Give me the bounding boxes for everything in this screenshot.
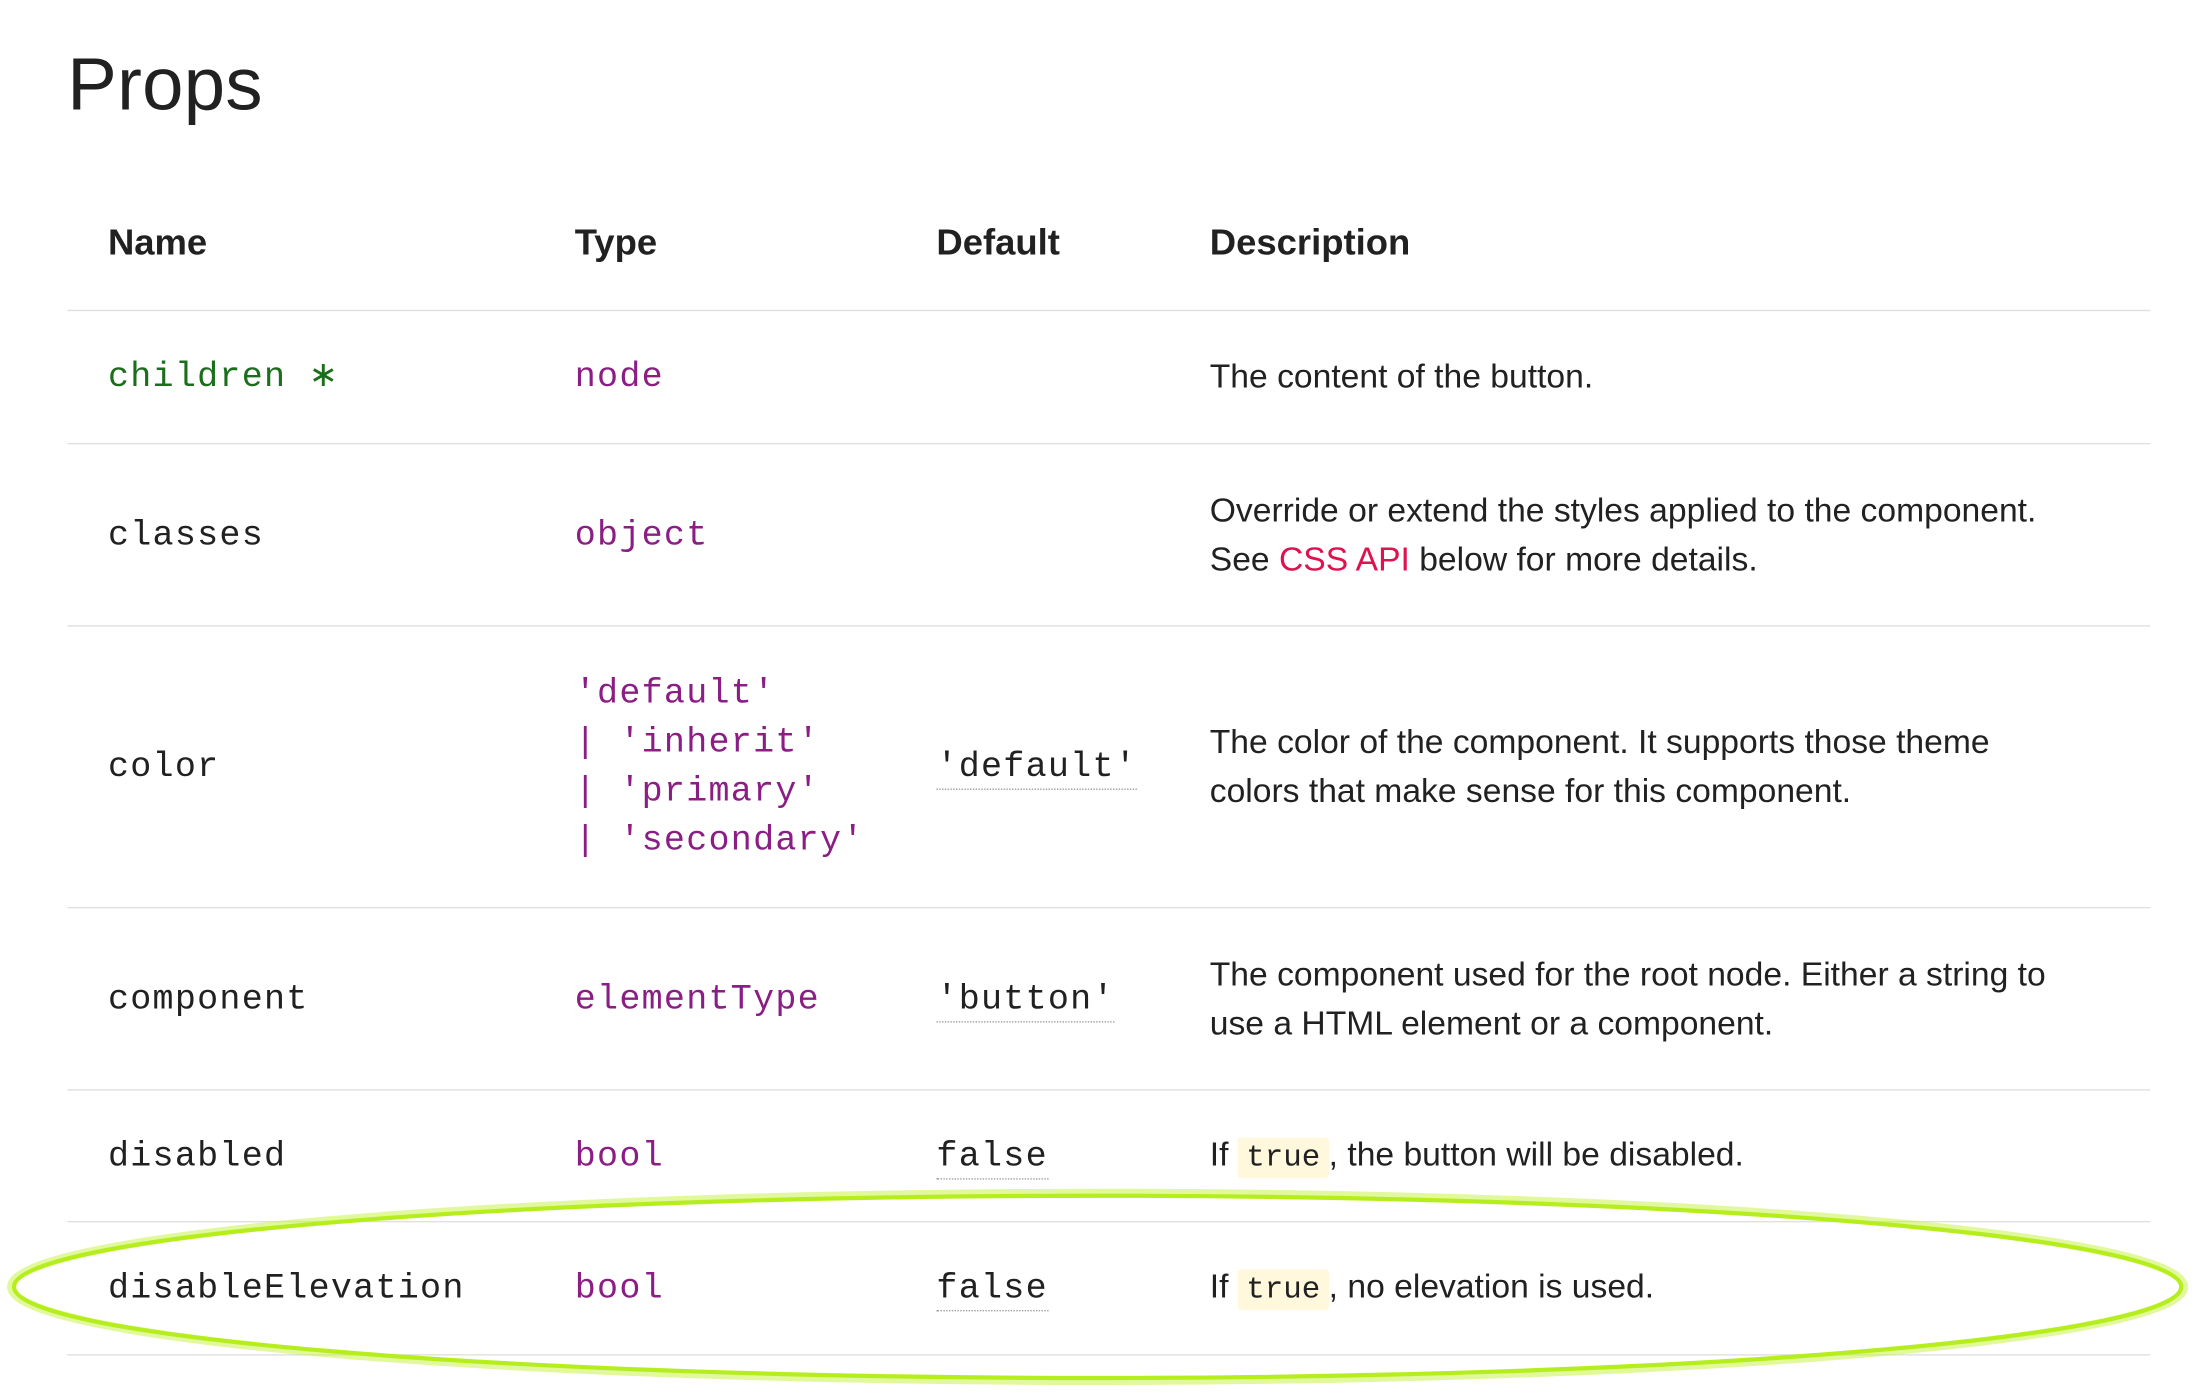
page-title: Props bbox=[67, 43, 263, 127]
prop-name: color bbox=[107, 746, 220, 788]
description-line: The color of the component. It supports … bbox=[1209, 723, 1990, 762]
prop-name: classes bbox=[107, 514, 264, 556]
prop-description: Override or extend the styles applied to… bbox=[1210, 486, 2135, 584]
description-text: , no elevation is used. bbox=[1328, 1267, 1655, 1306]
table-row-highlighted: disableElevation bool false If true, no … bbox=[67, 1222, 2151, 1356]
description-line: use a HTML element or a component. bbox=[1209, 1004, 1774, 1043]
prop-description: The color of the component. It supports … bbox=[1210, 718, 2135, 816]
prop-type: elementType bbox=[574, 978, 820, 1020]
prop-default: 'default' bbox=[936, 742, 1188, 791]
prop-description: If true, no elevation is used. bbox=[1210, 1262, 2135, 1314]
table-row: component elementType 'button' The compo… bbox=[67, 908, 2151, 1091]
prop-description: If true, the button will be disabled. bbox=[1210, 1130, 2135, 1182]
prop-default: false bbox=[936, 1264, 1188, 1313]
column-header-name: Name bbox=[107, 220, 208, 263]
prop-description: The content of the button. bbox=[1209, 358, 1594, 397]
prop-name: component bbox=[107, 978, 309, 1020]
default-value: 'button' bbox=[936, 978, 1115, 1022]
default-value: false bbox=[936, 1135, 1048, 1179]
prop-default: false bbox=[936, 1131, 1188, 1180]
inline-code: true bbox=[1237, 1136, 1329, 1178]
prop-name: disabled bbox=[107, 1135, 287, 1177]
default-value: false bbox=[936, 1268, 1048, 1312]
prop-type: 'default' | 'inherit' | 'primary' | 'sec… bbox=[575, 669, 911, 865]
prop-name: disableElevation bbox=[107, 1267, 465, 1309]
default-value: 'default' bbox=[936, 746, 1138, 790]
description-text: See bbox=[1209, 540, 1279, 579]
description-text: If bbox=[1209, 1135, 1238, 1174]
css-api-link[interactable]: CSS API bbox=[1278, 540, 1410, 579]
description-text: below for more details. bbox=[1409, 540, 1758, 579]
table-row: classes object Override or extend the st… bbox=[67, 444, 2151, 627]
type-option: 'default' bbox=[574, 672, 776, 714]
prop-type: object bbox=[574, 514, 709, 556]
type-option: | 'inherit' bbox=[574, 721, 820, 763]
type-option: | 'secondary' bbox=[574, 820, 865, 861]
column-header-type: Type bbox=[574, 220, 658, 263]
description-line: Override or extend the styles applied to… bbox=[1209, 491, 2037, 530]
prop-type: node bbox=[574, 356, 664, 398]
type-option: | 'primary' bbox=[574, 770, 820, 812]
description-line: See CSS API below for more details. bbox=[1210, 535, 2135, 584]
table-row: color 'default' | 'inherit' | 'primary' … bbox=[67, 627, 2151, 909]
column-header-default: Default bbox=[936, 220, 1060, 263]
table-row: children ∗ node The content of the butto… bbox=[67, 311, 2151, 445]
description-line: The component used for the root node. Ei… bbox=[1209, 955, 2046, 994]
prop-default: 'button' bbox=[936, 974, 1188, 1023]
column-header-description: Description bbox=[1209, 220, 1411, 263]
table-header-row: Name Type Default Description bbox=[67, 174, 2151, 312]
description-line: colors that make sense for this componen… bbox=[1209, 772, 1852, 811]
prop-type: bool bbox=[574, 1135, 664, 1177]
description-text: , the button will be disabled. bbox=[1328, 1135, 1744, 1174]
inline-code: true bbox=[1237, 1269, 1329, 1310]
prop-type: bool bbox=[574, 1267, 664, 1309]
table-row: disabled bool false If true, the button … bbox=[67, 1091, 2151, 1223]
description-text: If bbox=[1209, 1267, 1238, 1306]
prop-description: The component used for the root node. Ei… bbox=[1210, 950, 2135, 1048]
prop-name: children ∗ bbox=[107, 356, 340, 398]
props-table: Name Type Default Description children ∗… bbox=[67, 174, 2151, 1356]
